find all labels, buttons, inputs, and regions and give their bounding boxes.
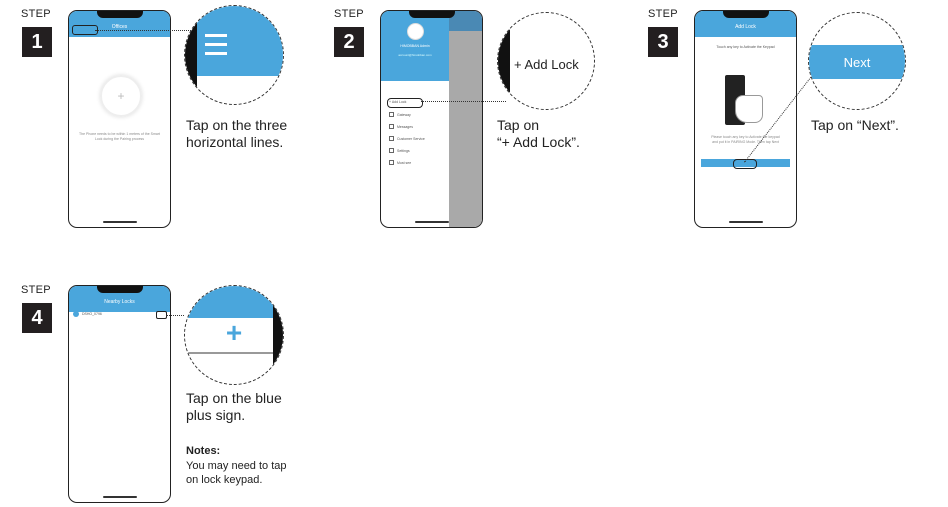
menu-item-customer-service[interactable]: Customer Service	[389, 136, 425, 141]
step-4-phone: Nearby Locks DSHO_0796	[68, 285, 171, 503]
activate-instruction: Please touch any key to Activate the key…	[711, 135, 780, 144]
caption-line: Tap on	[497, 117, 540, 133]
drawer-shade-header	[449, 11, 482, 31]
zoom-bezel	[498, 13, 510, 109]
pairing-instruction-text: The Phone needs to be within 1 meters of…	[79, 132, 160, 141]
step-3-caption: Tap on “Next”.	[811, 117, 899, 134]
messages-icon	[389, 124, 394, 129]
caption-line: Tap on the three	[186, 117, 288, 133]
step-1-zoom-circle	[184, 5, 284, 105]
caption-line: “+ Add Lock”.	[497, 134, 580, 150]
app-title: Offices	[111, 24, 128, 30]
zoom-connector	[421, 101, 506, 102]
center-plus-icon: +	[100, 75, 142, 117]
home-indicator	[414, 221, 449, 223]
step-4-caption: Tap on the blue plus sign.	[186, 390, 282, 424]
home-indicator	[102, 496, 137, 498]
step-4-number: 4	[22, 303, 52, 333]
zoom-divider	[185, 352, 273, 354]
drawer-header: HIMOBBAN Admin account@himobban.com	[381, 11, 449, 81]
step-3-word: STEP	[648, 8, 678, 20]
gateway-icon	[389, 112, 394, 117]
info-icon	[389, 160, 394, 165]
phone-notch	[96, 286, 143, 293]
avatar	[407, 23, 424, 40]
step-3-zoom-circle: Next	[808, 12, 906, 110]
hand-illustration	[735, 95, 763, 123]
step-1-word: STEP	[21, 8, 51, 20]
next-label: Next	[843, 54, 871, 70]
notes-block: Notes: You may need to tap on lock keypa…	[186, 444, 287, 487]
menu-item-settings[interactable]: Settings	[389, 148, 410, 153]
phone-notch	[408, 11, 455, 18]
menu-item-gateway[interactable]: Gateway	[389, 112, 411, 117]
step-4-word: STEP	[21, 284, 51, 296]
step-2-word: STEP	[334, 8, 364, 20]
phone-notch	[96, 11, 143, 18]
hamburger-icon[interactable]	[205, 34, 227, 55]
app-title: Nearby Locks	[104, 299, 135, 305]
step-2-caption: Tap on “+ Add Lock”.	[497, 117, 580, 151]
zoom-next-button[interactable]: Next	[809, 45, 905, 79]
notes-line: on lock keypad.	[186, 474, 263, 486]
menu-label: Must see	[397, 160, 412, 165]
home-indicator	[728, 221, 763, 223]
zoom-bezel	[273, 286, 283, 384]
menu-item-must-see[interactable]: Must see	[389, 160, 411, 165]
menu-item-add-lock[interactable]: + Add Lock	[389, 100, 406, 104]
phone-notch	[722, 11, 769, 18]
notes-line: You may need to tap	[186, 460, 287, 472]
profile-name: HIMOBBAN Admin	[400, 44, 430, 48]
caption-line: horizontal lines.	[186, 134, 284, 150]
caption-line: plus sign.	[186, 407, 246, 423]
notes-title: Notes:	[186, 445, 221, 457]
menu-label: Customer Service	[397, 136, 425, 141]
caption-line: Tap on the blue	[186, 390, 282, 406]
lock-icon	[73, 310, 79, 317]
step-2-number: 2	[334, 27, 364, 57]
zoom-connector	[166, 315, 184, 316]
profile-sub: account@himobban.com	[398, 53, 432, 57]
app-header: Nearby Locks	[69, 286, 170, 312]
next-highlight	[733, 159, 757, 169]
zoom-add-lock-label[interactable]: + Add Lock	[514, 57, 579, 72]
step-3-number: 3	[648, 27, 678, 57]
menu-label: Gateway	[397, 112, 411, 117]
step-3-phone: Add Lock Touch any key to Activate the K…	[694, 10, 797, 228]
menu-item-messages[interactable]: Messages	[389, 124, 413, 129]
lock-list-item[interactable]: DSHO_0796	[73, 309, 166, 318]
gear-icon	[389, 148, 394, 153]
step-1-number: 1	[22, 27, 52, 57]
add-lock-highlight	[387, 98, 423, 108]
zoom-app-header	[197, 6, 283, 76]
menu-label: Messages	[397, 124, 413, 129]
menu-label: + Add Lock	[389, 100, 407, 104]
step-1-caption: Tap on the three horizontal lines.	[186, 117, 287, 151]
step-2-phone: HIMOBBAN Admin account@himobban.com + Ad…	[380, 10, 483, 228]
zoom-bezel	[185, 6, 197, 104]
next-button[interactable]	[701, 159, 790, 167]
drawer-shade	[449, 11, 482, 227]
step-4-zoom-circle: +	[184, 285, 284, 385]
zoom-connector	[95, 30, 197, 31]
step-1-phone: Offices + The Phone needs to be within 1…	[68, 10, 171, 228]
zoom-app-header	[185, 286, 283, 318]
service-icon	[389, 136, 394, 141]
home-indicator	[102, 221, 137, 223]
app-title: Add Lock	[735, 24, 756, 30]
lock-name: DSHO_0796	[82, 311, 102, 316]
activate-heading: Touch any key to Activate the Keypad	[716, 45, 775, 49]
menu-label: Settings	[397, 148, 410, 153]
plus-icon[interactable]: +	[225, 317, 243, 348]
caption-line: Tap on “Next”.	[811, 117, 899, 133]
step-2-zoom-circle: + Add Lock	[497, 12, 595, 110]
